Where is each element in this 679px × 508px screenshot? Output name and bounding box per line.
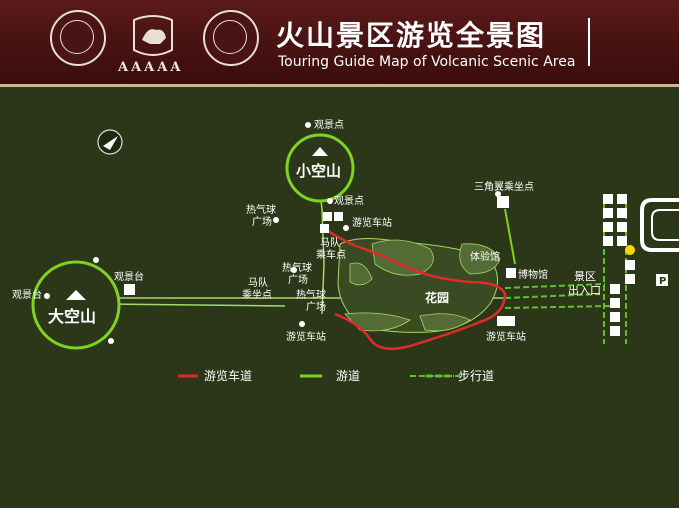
small-volcano-label: 小空山 xyxy=(296,162,341,180)
tour-bus-station-label: 游览车站 xyxy=(486,330,526,343)
viewpoint-dots xyxy=(44,122,501,344)
legend-bus-road-label: 游览车道 xyxy=(204,368,252,383)
rating-text: AAAAA xyxy=(118,60,184,75)
garden-area xyxy=(337,238,501,333)
hang-glider-path xyxy=(504,208,516,265)
tour-bus-station-label: 游览车站 xyxy=(286,330,326,343)
balloon-square-label: 广场 xyxy=(306,300,326,313)
national-geopark-logo xyxy=(203,10,259,66)
smile-icon xyxy=(625,245,635,255)
legend: 游览车道 游道 步行道 xyxy=(178,368,494,383)
title-divider xyxy=(588,18,590,66)
entrance-label: 出入口 xyxy=(568,283,601,297)
mountain-icon xyxy=(312,147,328,156)
legend-walkway-label: 步行道 xyxy=(458,369,494,383)
compass-icon xyxy=(97,129,123,155)
hang-glider-icon xyxy=(497,196,509,208)
balloon-square-label: 广场 xyxy=(288,273,308,286)
balloon-square-label: 热气球 xyxy=(282,261,312,274)
balloon-square-label: 广场 xyxy=(252,215,272,228)
viewpoint-label: 观景台 xyxy=(12,288,42,301)
national-park-logo xyxy=(50,10,106,66)
large-volcano-label: 大空山 xyxy=(48,307,96,326)
tour-bus-station-label: 游览车站 xyxy=(352,216,392,229)
svg-text:P: P xyxy=(659,276,666,287)
large-volcano[interactable]: 大空山 xyxy=(31,260,121,350)
parking-icon xyxy=(656,274,668,286)
garden-label: 花园 xyxy=(425,290,449,305)
balloon-square-label: 热气球 xyxy=(246,203,276,216)
museum-icon xyxy=(506,268,516,278)
horse-point-label: 马队 xyxy=(248,276,268,289)
tour-bus-road xyxy=(321,225,507,351)
legend-tour-path-label: 游道 xyxy=(336,369,360,383)
viewpoint-label: 观景点 xyxy=(334,195,364,207)
facility-icons xyxy=(124,194,635,336)
bus-icon xyxy=(497,316,515,326)
parking-lot: P xyxy=(640,198,679,287)
viewpoint-label: 观景点 xyxy=(314,119,344,131)
page-subtitle: Touring Guide Map of Volcanic Scenic Are… xyxy=(278,54,576,70)
balloon-square-label: 热气球 xyxy=(296,288,326,301)
small-volcano[interactable]: 小空山 xyxy=(285,133,355,203)
experience-hall-label: 体验馆 xyxy=(470,250,500,263)
horse-point-label: 马队 xyxy=(320,236,340,249)
hang-glider-label: 三角翼乘坐点 xyxy=(474,181,534,193)
viewpoint-label: 观景台 xyxy=(114,270,144,283)
header-banner: AAAAA 火山景区游览全景图 Touring Guide Map of Vol… xyxy=(0,0,679,87)
scenic-map: 小空山 大空山 P 观景点 观景点 观景台 xyxy=(12,119,679,383)
mountain-icon xyxy=(66,290,86,300)
museum-label: 博物馆 xyxy=(518,268,548,281)
scenic-area-horse-logo xyxy=(133,15,173,56)
page-title: 火山景区游览全景图 xyxy=(276,19,547,52)
entrance-label: 景区 xyxy=(574,270,596,283)
horse-point-label: 乘车点 xyxy=(316,248,346,261)
horse-point-label: 乘坐点 xyxy=(242,289,272,301)
